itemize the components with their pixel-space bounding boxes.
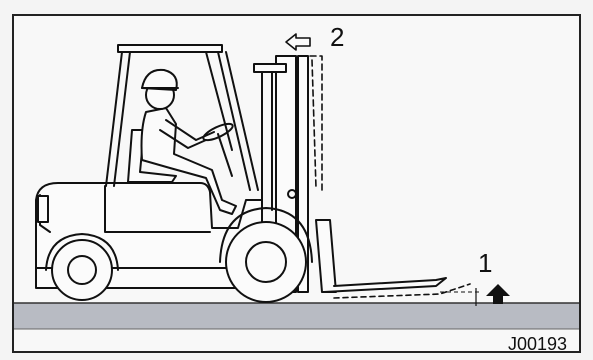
callout-2-label: 2 <box>330 22 344 52</box>
figure-code: J00193 <box>508 334 567 354</box>
ground <box>14 303 579 329</box>
callout-1-label: 1 <box>478 248 492 278</box>
